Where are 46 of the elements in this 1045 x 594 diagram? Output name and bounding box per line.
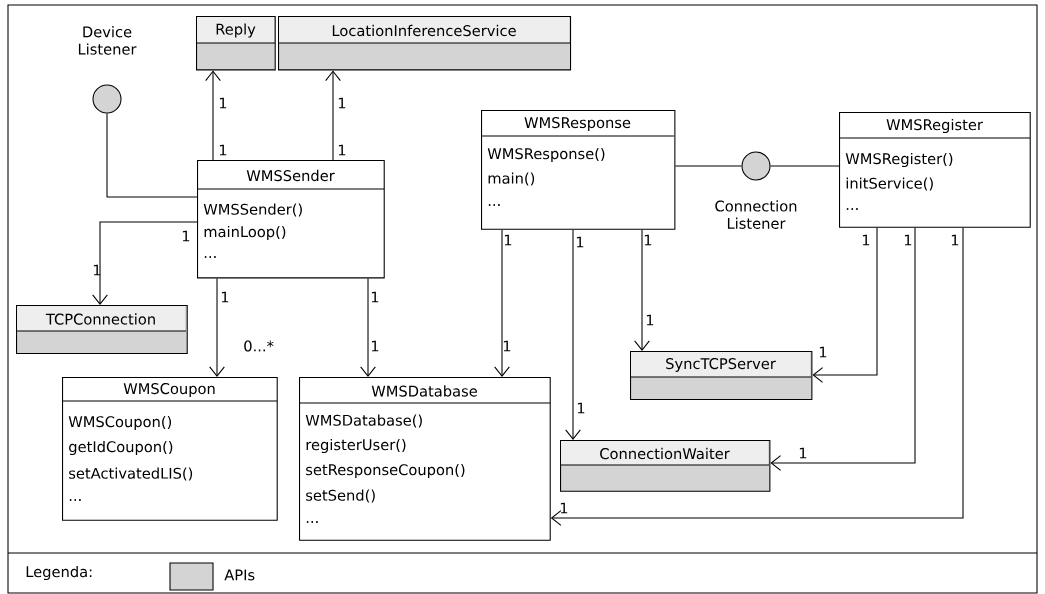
class-box: TCPConnection bbox=[15, 305, 188, 355]
multiplicity-label: 0...* bbox=[244, 340, 274, 352]
legend-label: APIs bbox=[224, 569, 255, 581]
class-box: SyncTCPServer bbox=[629, 351, 813, 401]
multiplicity-label: 1 bbox=[904, 234, 912, 246]
multiplicity-label: 1 bbox=[371, 291, 379, 303]
multiplicity-label: 1 bbox=[93, 264, 101, 276]
association-arrow bbox=[209, 277, 225, 377]
multiplicity-label: 1 bbox=[503, 340, 511, 352]
class-box: WMSCoupon WMSCoupon() getIdCoupon() setActivatedLIS() ... bbox=[61, 377, 278, 521]
multiplicity-label: 1 bbox=[799, 447, 807, 459]
class-box: WMSDatabase WMSDatabase() registerUser() setResponseCoupon() setSend() ... bbox=[298, 377, 551, 541]
association-arrow bbox=[325, 70, 341, 161]
legend-title: Legenda: bbox=[26, 565, 92, 581]
association-arrow bbox=[634, 229, 650, 351]
association-arrow bbox=[360, 277, 376, 377]
class-box: WMSResponse WMSResponse() main() ... bbox=[480, 110, 676, 230]
multiplicity-label: 1 bbox=[577, 402, 585, 414]
multiplicity-label: 1 bbox=[819, 346, 827, 358]
multiplicity-label: 1 bbox=[219, 97, 227, 109]
multiplicity-label: 1 bbox=[951, 234, 959, 246]
node-label: Connection Listener bbox=[715, 200, 797, 229]
multiplicity-label: 1 bbox=[219, 144, 227, 156]
association-arrow bbox=[205, 70, 221, 161]
class-box: ConnectionWaiter bbox=[559, 440, 771, 492]
class-box: WMSRegister WMSRegister() initService() ... bbox=[838, 112, 1031, 228]
association-arrow bbox=[770, 227, 916, 471]
multiplicity-label: 1 bbox=[338, 97, 346, 109]
multiplicity-label: 1 bbox=[646, 314, 654, 326]
association-arrow bbox=[494, 229, 510, 377]
multiplicity-label: 1 bbox=[338, 144, 346, 156]
multiplicity-label: 1 bbox=[862, 234, 870, 246]
multiplicity-label: 1 bbox=[644, 234, 652, 246]
association-arrow bbox=[812, 227, 878, 383]
class-box: WMSSender WMSSender() mainLoop() ... bbox=[196, 160, 385, 279]
multiplicity-label: 1 bbox=[504, 234, 512, 246]
node-label: Device Listener bbox=[78, 26, 137, 55]
multiplicity-label: 1 bbox=[371, 340, 379, 352]
association-arrow bbox=[565, 229, 581, 440]
association-arrow bbox=[92, 221, 198, 305]
multiplicity-label: 1 bbox=[560, 502, 568, 514]
multiplicity-label: 1 bbox=[221, 291, 229, 303]
association-arrow bbox=[550, 227, 964, 526]
multiplicity-label: 1 bbox=[182, 230, 190, 242]
class-box: Reply bbox=[195, 16, 276, 71]
multiplicity-label: 1 bbox=[576, 236, 584, 248]
